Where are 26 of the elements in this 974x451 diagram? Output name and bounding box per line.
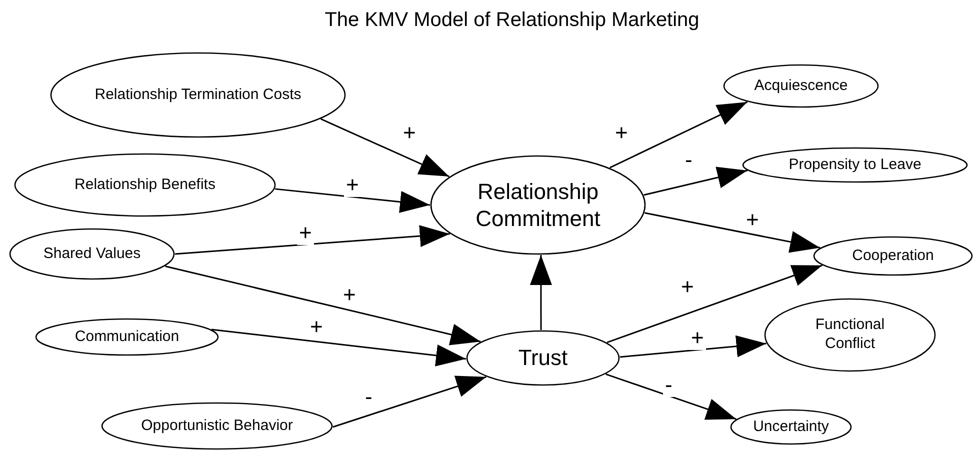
diagram-title: The KMV Model of Relationship Marketing <box>324 8 700 32</box>
node-label: Trust <box>518 344 568 372</box>
arrow <box>606 373 736 420</box>
arrow <box>644 166 748 196</box>
node-label: Cooperation <box>852 246 934 266</box>
arrow <box>332 376 486 428</box>
arrow <box>610 101 748 168</box>
arrow <box>165 265 481 346</box>
node-label: Acquiescence <box>754 76 848 96</box>
node-label: Relationship Commitment <box>474 178 602 232</box>
arrow <box>530 254 552 330</box>
node-label: Relationship Benefits <box>74 176 216 194</box>
arrow <box>274 188 430 213</box>
node-label: Functional Conflict <box>814 316 886 354</box>
arrow <box>620 335 766 358</box>
node-label: Opportunistic Behavior <box>141 416 293 436</box>
arrow <box>211 328 466 366</box>
arrow <box>320 118 450 178</box>
arrow <box>606 264 822 344</box>
node-label: Shared Values <box>43 244 141 264</box>
node-label: Relationship Termination Costs <box>94 86 302 104</box>
node-label: Uncertainty <box>753 418 829 436</box>
node-label: Propensity to Leave <box>788 156 922 174</box>
arrow <box>644 212 820 253</box>
node-label: Communication <box>74 328 180 346</box>
arrow <box>174 225 450 255</box>
